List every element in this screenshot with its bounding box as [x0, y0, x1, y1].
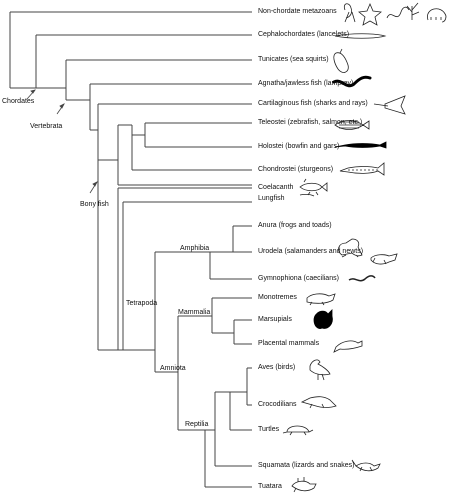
taxon-label-tunicates: Tunicates (sea squirts)	[258, 56, 329, 63]
taxon-label-monotremes: Monotremes	[258, 294, 297, 301]
clade-label-amphibia: Amphibia	[180, 245, 210, 252]
clade-label-bony-fish: Bony fish	[80, 201, 109, 208]
ray-icon	[373, 95, 406, 115]
taxon-label-tuatara: Tuatara	[258, 483, 282, 490]
sea-squirt-icon	[333, 48, 349, 73]
taxon-label-coelacanth: Coelacanth	[258, 184, 294, 191]
taxon-label-anura: Anura (frogs and toads)	[258, 222, 332, 229]
lungfish-icon	[299, 193, 315, 197]
clade-label-chordates: Chordates	[2, 98, 35, 105]
ferret-icon	[333, 340, 363, 353]
taxon-label-squamata: Squamata (lizards and snakes)	[258, 462, 355, 469]
clade-label-amniota: Amniota	[160, 365, 186, 372]
clade-arrows	[26, 89, 98, 194]
taxon-label-crocodilians: Crocodilians	[258, 401, 297, 408]
taxon-label-urodela: Urodela (salamanders and newts)	[258, 248, 364, 255]
non-chordate-animals-icon	[343, 2, 447, 26]
taxon-label-placental: Placental mammals	[258, 340, 320, 347]
taxon-label-aves: Aves (birds)	[258, 364, 296, 371]
taxon-label-cephalochordates: Cephalochordates (lancelets)	[258, 31, 350, 38]
taxon-label-turtles: Turtles	[258, 426, 280, 433]
possum-icon	[313, 309, 333, 329]
caecilian-icon	[348, 275, 376, 282]
taxon-label-holostei: Holostei (bowfin and gars)	[258, 143, 340, 150]
taxon-label-nonchordate: Non-chordate metazoans	[258, 8, 337, 15]
lancelet-icon	[334, 33, 387, 39]
lizard-icon	[351, 459, 381, 472]
taxon-label-agnatha: Agnatha/jawless fish (lamprey)	[258, 80, 354, 87]
zebrafish-icon	[334, 120, 370, 130]
taxon-label-lungfish: Lungfish	[258, 195, 285, 202]
taxon-label-teleostei: Teleostei (zebrafish, salmon, etc.)	[258, 119, 363, 126]
clade-label-mammalia: Mammalia	[178, 309, 211, 316]
sturgeon-icon	[339, 162, 385, 176]
lamprey-icon	[332, 75, 372, 88]
gar-icon	[334, 141, 387, 149]
clade-label-vertebrata: Vertebrata	[30, 123, 63, 130]
tree-branches	[9, 11, 252, 488]
turtle-icon	[282, 425, 314, 436]
taxon-label-cartilaginous: Cartilaginous fish (sharks and rays)	[258, 100, 368, 107]
coelacanth-icon	[299, 178, 328, 196]
crocodile-icon	[300, 396, 337, 409]
taxon-label-marsupials: Marsupials	[258, 316, 292, 323]
taxon-label-gymnophiona: Gymnophiona (caecilians)	[258, 275, 339, 282]
taxon-label-chondrostei: Chondrostei (sturgeons)	[258, 166, 334, 173]
clade-label-reptilia: Reptilia	[185, 421, 209, 428]
frog-icon	[338, 238, 363, 258]
tuatara-icon	[291, 477, 317, 493]
salamander-icon	[370, 253, 398, 265]
clade-label-tetrapoda: Tetrapoda	[126, 300, 158, 307]
platypus-icon	[306, 293, 336, 306]
bird-icon	[309, 359, 331, 381]
